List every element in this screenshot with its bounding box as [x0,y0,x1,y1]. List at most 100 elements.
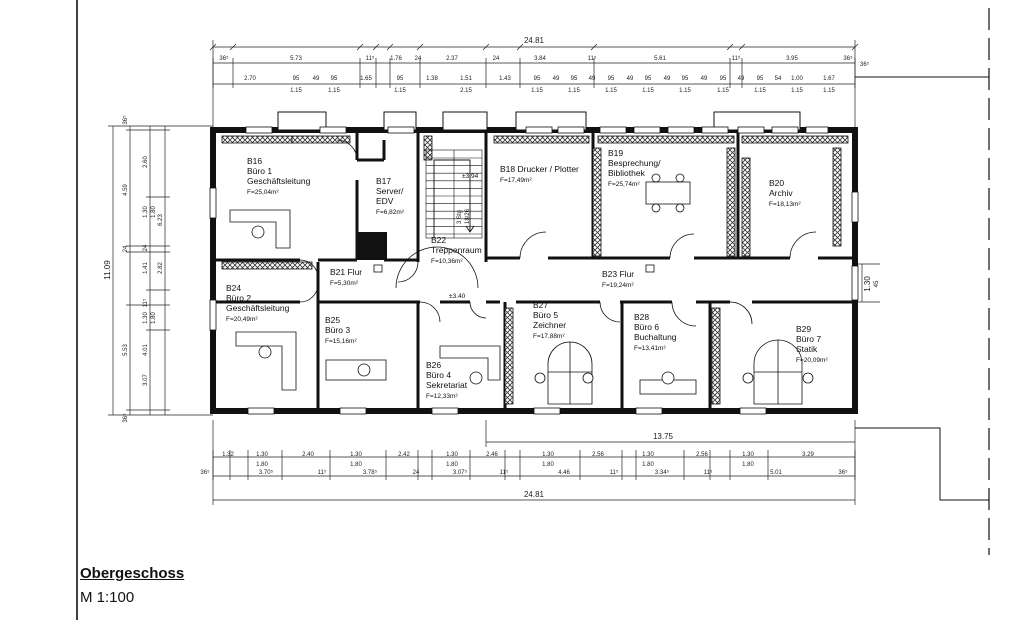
room-name: B19 [608,148,623,158]
hatched-walls [221,135,849,405]
room-area: F=17,49m² [500,177,532,184]
room-area: F=18,13m² [769,201,801,208]
room-name: Büro 6 [634,322,659,332]
bottom-dim-label: 3.70⁵ [259,469,274,476]
top-dim-label: 54 [775,76,782,82]
bottom-dim-label: 1.30 [350,452,362,458]
left-dim-label: 4.59 [123,184,129,196]
top-dim-label: 2.37 [446,56,458,62]
bottom-right-dimension: 13.75 [653,432,674,441]
top-dim-label: 3.84 [534,56,546,62]
top-dim-label: 36⁵ [219,55,229,62]
stair-label: 3 Stg [457,210,463,224]
top-dimensions [209,40,859,130]
room-name: Sekretariat [426,380,468,390]
room-name: B18 Drucker / Plotter [500,164,579,174]
room-name: B22 [431,235,446,245]
exit-sign-icons [373,264,655,273]
top-dim-label: 1.15 [642,88,654,94]
top-dim-label: 1.65 [360,76,372,82]
room-name: B24 [226,283,241,293]
plan-title: Obergeschoss [80,565,185,582]
bottom-dim-label: 36⁵ [838,469,848,476]
top-dim-label: 1.67 [823,76,835,82]
bottom-dimensions [212,420,856,505]
bottom-dim-label: 1.30 [642,452,654,458]
room-area: F=25,04m² [247,189,279,196]
top-dim-label: 1.15 [754,88,766,94]
bottom-dim-label: 2.56 [592,452,604,458]
level-lower: ±3.40 [449,293,466,300]
top-dim-label: 95 [682,76,689,82]
top-dim-label: 11⁵ [588,55,597,62]
top-dim-label: 24 [415,56,422,62]
top-dim-label: 49 [589,76,596,82]
room-name: Server/ [376,186,404,196]
top-dim-label: 5.61 [654,56,666,62]
left-total-dimension: 11.09 [103,260,112,280]
room-name: Besprechung/ [608,158,661,168]
room-area: F=10,36m² [431,258,463,265]
top-dim-label: 24 [493,56,500,62]
top-dim-label: 49 [627,76,634,82]
room-name: Archiv [769,188,793,198]
room-name: B16 [247,156,262,166]
bottom-dim-label: 3.78⁵ [363,469,378,476]
right-top-dimension: 36⁵ [860,61,870,68]
windows-sides [209,187,859,331]
left-dim-label: 36⁵ [122,413,129,423]
bottom-dim-sublabel: 1.80 [642,462,654,468]
room-name: Geschäftsleitung [226,303,290,313]
left-dim-label: 11⁵ [142,298,149,307]
room-name: Büro 2 [226,293,251,303]
top-dim-label: 36⁵ [843,55,853,62]
top-dim-label: 1.15 [679,88,691,94]
room-area: F=6,82m² [376,209,405,216]
bottom-dim-label: 11⁵ [500,469,509,476]
room-name: B28 [634,312,649,322]
bottom-dim-label: 5.01 [770,470,782,476]
room-name: Statik [796,344,818,354]
room-area: F=15,16m² [325,338,357,345]
bottom-dim-sublabel: 1.80 [446,462,458,468]
top-dim-label: 3.95 [786,56,798,62]
bottom-dim-label: 1.30 [256,452,268,458]
room-area: F=13,41m² [634,345,666,352]
bottom-total-dimension: 24.81 [524,490,545,499]
top-dim-label: 11⁵ [732,55,741,62]
left-dim-sublabel: 6.23 [158,214,164,226]
top-dim-label: 95 [757,76,764,82]
top-dim-label: 95 [608,76,615,82]
room-name: B20 [769,178,784,188]
room-name: Büro 3 [325,325,350,335]
top-dim-label: 95 [645,76,652,82]
room-area: F=20,49m² [226,316,258,323]
left-dim-label: 1.41 [143,262,149,274]
stair-steps-label: 18/26 [465,208,471,224]
room-name: B17 [376,176,391,186]
top-dim-label: 1.15 [823,88,835,94]
shaft [357,232,387,260]
left-dim-label: 5.53 [123,344,129,356]
top-dim-label: 1.15 [717,88,729,94]
bottom-dim-sublabel: 1.80 [256,462,268,468]
left-dim-label: 1.30 [143,206,149,218]
bottom-dim-label: 2.42 [398,452,410,458]
left-dim-sublabel: 1.80 [151,206,157,218]
top-dim-label: 2.15 [460,88,472,94]
top-dim-label: 49 [738,76,745,82]
top-dim-label: 95 [720,76,727,82]
bottom-dim-sublabel: 1.80 [542,462,554,468]
top-dim-label: 1.38 [426,76,438,82]
right-dimension-sub: 45 [874,280,880,287]
